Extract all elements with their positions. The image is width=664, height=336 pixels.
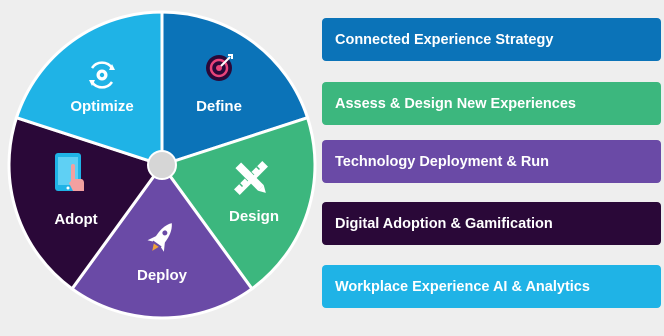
wheel-hub bbox=[147, 150, 177, 180]
bar-technology-deployment[interactable]: Technology Deployment & Run bbox=[322, 140, 661, 183]
segment-label-optimize: Optimize bbox=[70, 98, 133, 115]
segment-label-define: Define bbox=[196, 98, 242, 115]
tablet-tap-icon bbox=[55, 153, 84, 191]
segment-adopt bbox=[7, 115, 165, 291]
service-list: Connected Experience Strategy Assess & D… bbox=[322, 0, 662, 336]
bar-connected-experience-strategy[interactable]: Connected Experience Strategy bbox=[322, 18, 661, 61]
gear-cycle-icon bbox=[89, 61, 115, 89]
bar-assess-design[interactable]: Assess & Design New Experiences bbox=[322, 82, 661, 125]
bar-digital-adoption[interactable]: Digital Adoption & Gamification bbox=[322, 202, 661, 245]
segment-design bbox=[159, 115, 317, 291]
segment-label-adopt: Adopt bbox=[54, 211, 97, 228]
bar-workplace-experience-ai[interactable]: Workplace Experience AI & Analytics bbox=[322, 265, 661, 308]
target-icon bbox=[206, 54, 233, 81]
segment-label-deploy: Deploy bbox=[137, 267, 188, 284]
segment-optimize bbox=[14, 10, 164, 168]
rocket-icon bbox=[147, 223, 172, 252]
segment-define bbox=[160, 10, 310, 168]
segment-label-design: Design bbox=[229, 208, 279, 225]
pencil-ruler-icon bbox=[234, 161, 268, 195]
